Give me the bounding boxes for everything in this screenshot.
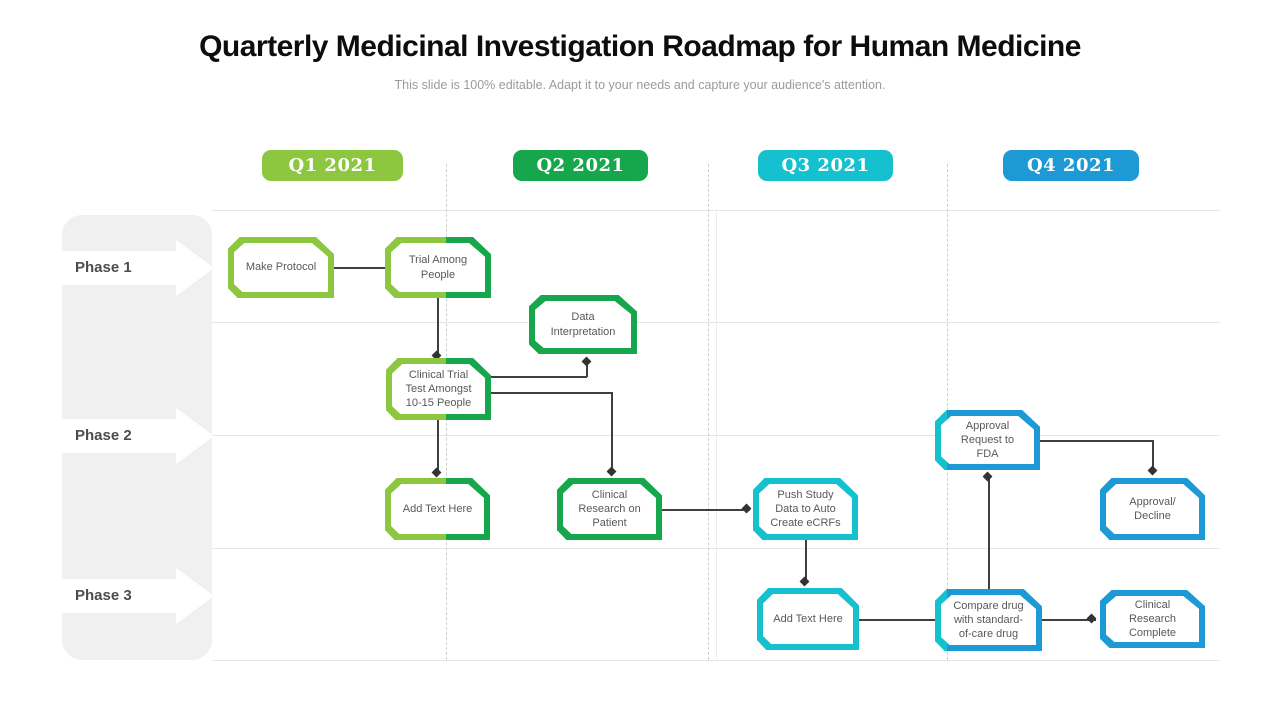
quarter-header-q1: Q1 2021	[262, 150, 403, 181]
phase-label-1: Phase 1	[75, 259, 132, 276]
connector	[805, 540, 807, 584]
phase-label-2: Phase 2	[75, 427, 132, 444]
node-add-text-phase2: Add Text Here	[385, 478, 490, 540]
node-label: Add Text Here	[763, 594, 853, 644]
quarter-header-q3-label: Q3 2021	[781, 155, 870, 176]
node-label: Push Study Data to Auto Create eCRFs	[759, 484, 852, 534]
quarter-divider-solid	[716, 210, 717, 660]
node-label: Trial Among People	[391, 243, 485, 292]
connector	[1152, 440, 1154, 472]
arrowhead-diamond	[1086, 613, 1097, 624]
node-clinical-research-complete: Clinical Research Complete	[1100, 590, 1205, 648]
node-label: Approval Request to FDA	[941, 416, 1034, 464]
phase-arrow-tip	[176, 240, 214, 296]
arrowhead-diamond	[982, 471, 993, 482]
quarter-header-q2: Q2 2021	[513, 150, 648, 181]
node-compare-drug: Compare drug with standard-of-care drug	[935, 589, 1042, 651]
connector	[988, 477, 990, 590]
node-label: Clinical Research Complete	[1106, 596, 1199, 642]
phase-arrow-tip	[176, 568, 214, 624]
connector	[491, 392, 613, 394]
quarter-header-q2-label: Q2 2021	[536, 155, 625, 176]
quarter-header-q4-label: Q4 2021	[1026, 155, 1116, 176]
phase-arrow	[62, 419, 176, 453]
node-push-study-data: Push Study Data to Auto Create eCRFs	[753, 478, 858, 540]
connector	[437, 420, 439, 474]
node-clinical-trial-test: Clinical Trial Test Amongst 10-15 People	[386, 358, 491, 420]
node-label: Clinical Trial Test Amongst 10-15 People	[392, 364, 485, 414]
connector	[586, 362, 588, 377]
node-label: Make Protocol	[234, 243, 328, 292]
connector	[1042, 619, 1096, 621]
connector	[334, 267, 386, 269]
node-label: Add Text Here	[391, 484, 484, 534]
connector	[1040, 440, 1154, 442]
node-label: Data Interpretation	[535, 301, 631, 348]
node-approval-request-fda: Approval Request to FDA	[935, 410, 1040, 470]
arrowhead-diamond	[1147, 465, 1158, 476]
node-label: Clinical Research on Patient	[563, 484, 656, 534]
arrowhead-diamond	[606, 466, 617, 477]
quarter-header-q4: Q4 2021	[1003, 150, 1139, 181]
page-subtitle: This slide is 100% editable. Adapt it to…	[394, 78, 886, 92]
connector	[859, 619, 935, 621]
quarter-header-q3: Q3 2021	[758, 150, 893, 181]
phase-arrow	[62, 251, 176, 285]
phase-label-3: Phase 3	[75, 587, 132, 604]
connector	[491, 376, 587, 378]
node-data-interpretation: Data Interpretation	[529, 295, 637, 354]
phase-arrow	[62, 579, 176, 613]
connector	[437, 298, 439, 356]
phase-arrow-tip	[176, 408, 214, 464]
node-label: Approval/ Decline	[1106, 484, 1199, 534]
node-trial-among-people: Trial Among People	[385, 237, 491, 298]
arrowhead-diamond	[741, 503, 752, 514]
connector	[662, 509, 750, 511]
arrowhead-diamond	[581, 356, 592, 367]
arrowhead-diamond	[799, 576, 810, 587]
node-make-protocol: Make Protocol	[228, 237, 334, 298]
quarter-header-q1-label: Q1 2021	[288, 155, 377, 176]
node-approval-decline: Approval/ Decline	[1100, 478, 1205, 540]
node-add-text-phase3: Add Text Here	[757, 588, 859, 650]
arrowhead-diamond	[431, 467, 442, 478]
connector	[611, 392, 613, 474]
grid-line-horizontal	[212, 660, 1220, 661]
node-label: Compare drug with standard-of-care drug	[941, 595, 1036, 645]
node-clinical-research-patient: Clinical Research on Patient	[557, 478, 662, 540]
page-title: Quarterly Medicinal Investigation Roadma…	[199, 30, 1081, 63]
quarter-divider-dashed	[708, 164, 709, 660]
